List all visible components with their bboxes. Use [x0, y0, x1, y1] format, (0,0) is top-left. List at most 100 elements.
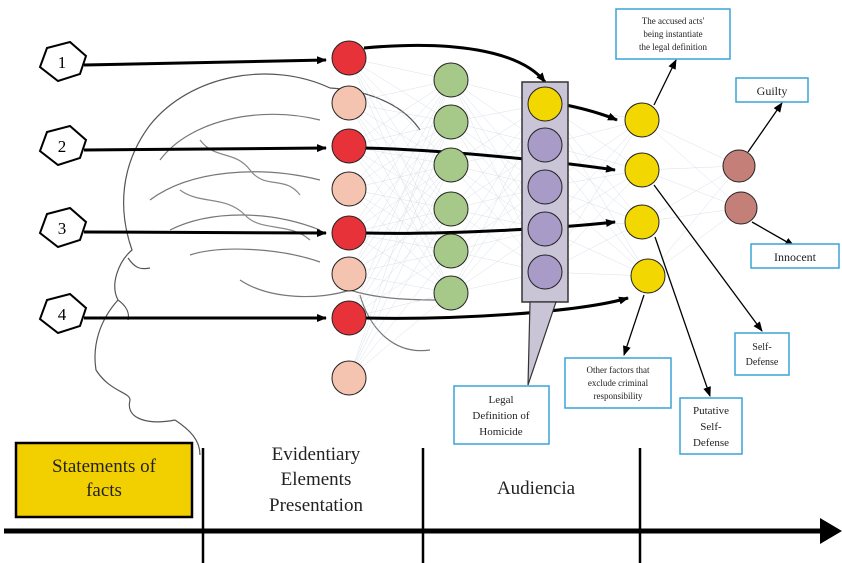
- mesh-edge: [647, 165, 740, 277]
- callout-other-line2: exclude criminal: [588, 378, 649, 388]
- node-output: [724, 191, 758, 225]
- mesh-edge: [348, 250, 452, 379]
- callout-guilty: Guilty: [735, 77, 809, 103]
- node-purple: [527, 254, 563, 290]
- mesh-edge: [348, 188, 452, 294]
- node-green: [433, 233, 469, 269]
- node-purple: [527, 127, 563, 163]
- layer-output-nodes: [722, 149, 758, 225]
- node-red: [331, 215, 367, 251]
- mesh-edge: [348, 121, 452, 275]
- input-label-2: 2: [58, 137, 67, 156]
- node-yellow: [624, 102, 660, 138]
- stage3-label: Audiencia: [497, 478, 576, 499]
- mesh-edge: [348, 121, 452, 190]
- node-yellow: [630, 258, 666, 294]
- mesh-edge: [348, 102, 452, 210]
- head-sketch: [94, 73, 441, 456]
- propagation-arrows: [363, 43, 629, 320]
- callout-putative-line1: Putative: [693, 405, 729, 417]
- mesh-edge: [647, 207, 742, 277]
- node-pink: [331, 360, 367, 396]
- node-green: [433, 275, 469, 311]
- node-green: [433, 62, 469, 98]
- callout-instantiate-line1: The accused acts': [642, 16, 705, 26]
- callout-guilty-label: Guilty: [757, 84, 788, 98]
- node-red: [331, 300, 367, 336]
- node-yellow: [624, 152, 660, 188]
- mesh-edge: [348, 250, 452, 319]
- stage1-line1: Statements of: [52, 456, 157, 477]
- node-pink: [331, 256, 367, 292]
- legal-definition-box: [521, 81, 569, 386]
- callout-innocent-label: Innocent: [774, 250, 817, 264]
- input-label-3: 3: [58, 219, 67, 238]
- mesh-edge: [641, 165, 740, 223]
- callout-other-line1: Other factors that: [587, 365, 650, 375]
- input-arrows: [83, 56, 327, 322]
- mesh-edge: [348, 121, 452, 319]
- mesh-edge: [348, 208, 452, 379]
- node-purple: [527, 169, 563, 205]
- stage1-line2: facts: [86, 480, 122, 501]
- node-output: [722, 149, 756, 183]
- statements-box: [14, 441, 194, 519]
- node-green: [433, 147, 469, 183]
- mesh-edge: [641, 169, 742, 209]
- mesh-edge: [348, 57, 452, 252]
- node-green: [433, 191, 469, 227]
- mesh-edge: [641, 119, 742, 209]
- mesh-edge: [348, 79, 452, 190]
- node-pink: [331, 171, 367, 207]
- legal-def-line3: Homicide: [479, 426, 522, 438]
- input-node-2: 2: [38, 124, 88, 167]
- mesh-edge: [348, 57, 452, 210]
- callout-putative-line2: Self-: [700, 421, 722, 433]
- callout-self-defense-line2: Defense: [746, 357, 779, 368]
- input-label-4: 4: [58, 305, 67, 324]
- node-yellow: [527, 86, 563, 122]
- layer-yellow-nodes: [624, 102, 666, 294]
- callout-innocent: Innocent: [750, 243, 840, 269]
- stage2-line1: Evidentiary: [272, 444, 361, 465]
- callout-self-defense: Self- Defense: [734, 332, 790, 376]
- legal-def-line1: Legal: [488, 394, 513, 406]
- node-green: [433, 104, 469, 140]
- input-label-1: 1: [58, 53, 67, 72]
- timeline: Statements of facts Evidentiary Elements…: [4, 441, 842, 563]
- input-node-3: 3: [38, 206, 88, 249]
- mesh-edge: [348, 79, 452, 275]
- node-yellow: [624, 204, 660, 240]
- callout-putative-line3: Defense: [693, 437, 729, 449]
- stage2-line3: Presentation: [269, 495, 363, 516]
- mesh-edge: [348, 79, 452, 234]
- mesh-edge: [348, 57, 452, 123]
- layer-green-nodes: [433, 62, 469, 311]
- mesh-edge: [641, 119, 740, 167]
- mesh-edge: [348, 79, 452, 379]
- input-node-1: 1: [38, 40, 88, 83]
- callout-pointers: [623, 59, 795, 397]
- callout-other-line3: responsibility: [594, 391, 643, 401]
- callout-other-factors: Other factors that exclude criminal resp…: [564, 357, 672, 409]
- callout-legal-definition: Legal Definition of Homicide: [453, 385, 550, 445]
- node-red: [331, 128, 367, 164]
- node-purple: [527, 211, 563, 247]
- callout-instantiate-line3: the legal definition: [639, 42, 707, 52]
- legal-def-line2: Definition of: [472, 410, 529, 422]
- layer-evidence-nodes: [331, 40, 367, 396]
- mesh-edge: [348, 292, 452, 379]
- timeline-arrowhead: [820, 518, 842, 544]
- input-node-4: 4: [38, 292, 88, 335]
- callout-instantiate: The accused acts' being instantiate the …: [615, 8, 731, 60]
- mesh-edge: [348, 164, 452, 319]
- callout-putative: Putative Self- Defense: [679, 397, 743, 455]
- mesh-edge: [348, 292, 452, 319]
- callout-instantiate-line2: being instantiate: [643, 29, 702, 39]
- node-pink: [331, 85, 367, 121]
- node-red: [331, 40, 367, 76]
- mesh-edge: [348, 164, 452, 379]
- mesh-edge: [348, 232, 452, 294]
- callout-self-defense-line1: Self-: [752, 342, 771, 353]
- mesh-edge: [348, 79, 452, 147]
